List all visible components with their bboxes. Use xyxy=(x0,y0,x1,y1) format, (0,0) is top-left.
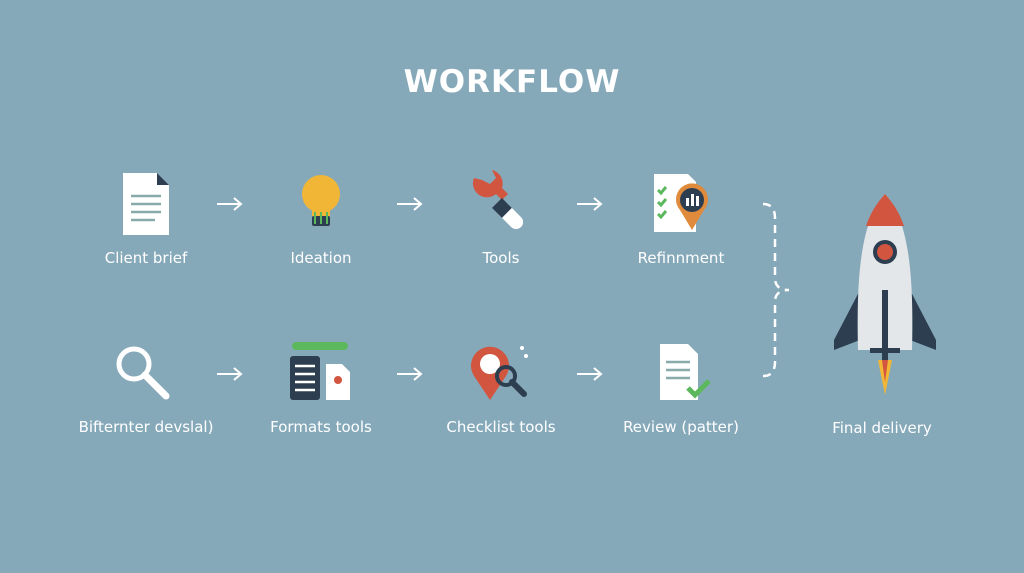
wrench-icon xyxy=(472,170,524,230)
arrow-right-icon xyxy=(217,367,243,381)
page-title: WORKFLOW xyxy=(403,64,621,100)
step-label: Refinnment xyxy=(637,249,725,267)
rocket-icon xyxy=(834,194,936,395)
arrow-right-icon xyxy=(577,367,603,381)
formats-icon xyxy=(290,342,350,400)
step-label: Ideation xyxy=(290,249,352,267)
arrow-right-icon xyxy=(397,367,423,381)
lightbulb-icon xyxy=(302,175,340,226)
step-label: Review (patter) xyxy=(623,418,739,436)
brace-connector xyxy=(762,202,790,378)
document-icon xyxy=(123,173,169,235)
document-check-icon xyxy=(660,344,711,400)
magnifier-icon xyxy=(116,346,170,400)
checklist-chart-icon xyxy=(654,174,708,232)
location-search-icon xyxy=(471,346,528,400)
arrow-right-icon xyxy=(217,197,243,211)
arrow-right-icon xyxy=(577,197,603,211)
step-label: Client brief xyxy=(104,249,188,267)
arrow-right-icon xyxy=(397,197,423,211)
step-label: Bifternter devslal) xyxy=(78,418,214,436)
step-label: Checklist tools xyxy=(446,418,556,436)
step-label: Tools xyxy=(482,249,520,267)
final-delivery-label: Final delivery xyxy=(832,419,932,437)
step-label: Formats tools xyxy=(270,418,372,436)
